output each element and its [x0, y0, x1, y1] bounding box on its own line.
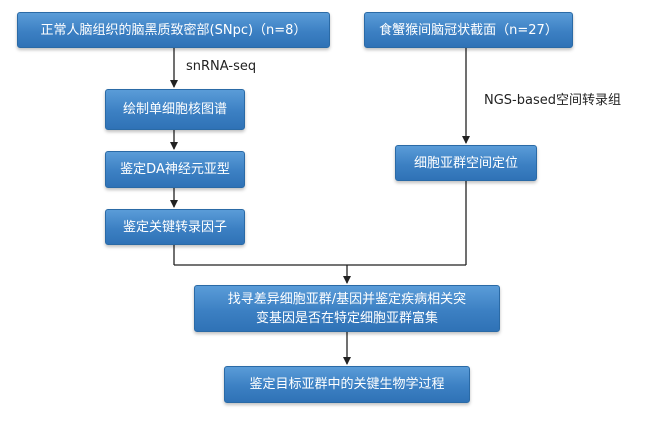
node-differential-genes-line2: 变基因是否在特定细胞亚群富集: [255, 310, 438, 326]
node-biological-process: 鉴定目标亚群中的关键生物学过程: [224, 366, 470, 403]
label-ngs-spatial: NGS-based空间转录组: [484, 93, 621, 108]
node-da-subtypes: 鉴定DA神经元亚型: [105, 151, 245, 188]
node-human-tissue: 正常人脑组织的脑黑质致密部(SNpc)（n=8）: [17, 12, 330, 48]
node-differential-genes-line1: 找寻差异细胞亚群/基因并鉴定疾病相关突: [227, 291, 467, 307]
node-transcription-factors: 鉴定关键转录因子: [105, 209, 245, 245]
node-macaque: 食蟹猴间脑冠状截面（n=27）: [364, 12, 573, 48]
node-spatial-localization: 细胞亚群空间定位: [395, 145, 537, 181]
node-differential-genes: 找寻差异细胞亚群/基因并鉴定疾病相关突 变基因是否在特定细胞亚群富集: [194, 285, 500, 332]
label-snrna-seq: snRNA-seq: [186, 59, 257, 74]
node-atlas: 绘制单细胞核图谱: [105, 89, 245, 130]
